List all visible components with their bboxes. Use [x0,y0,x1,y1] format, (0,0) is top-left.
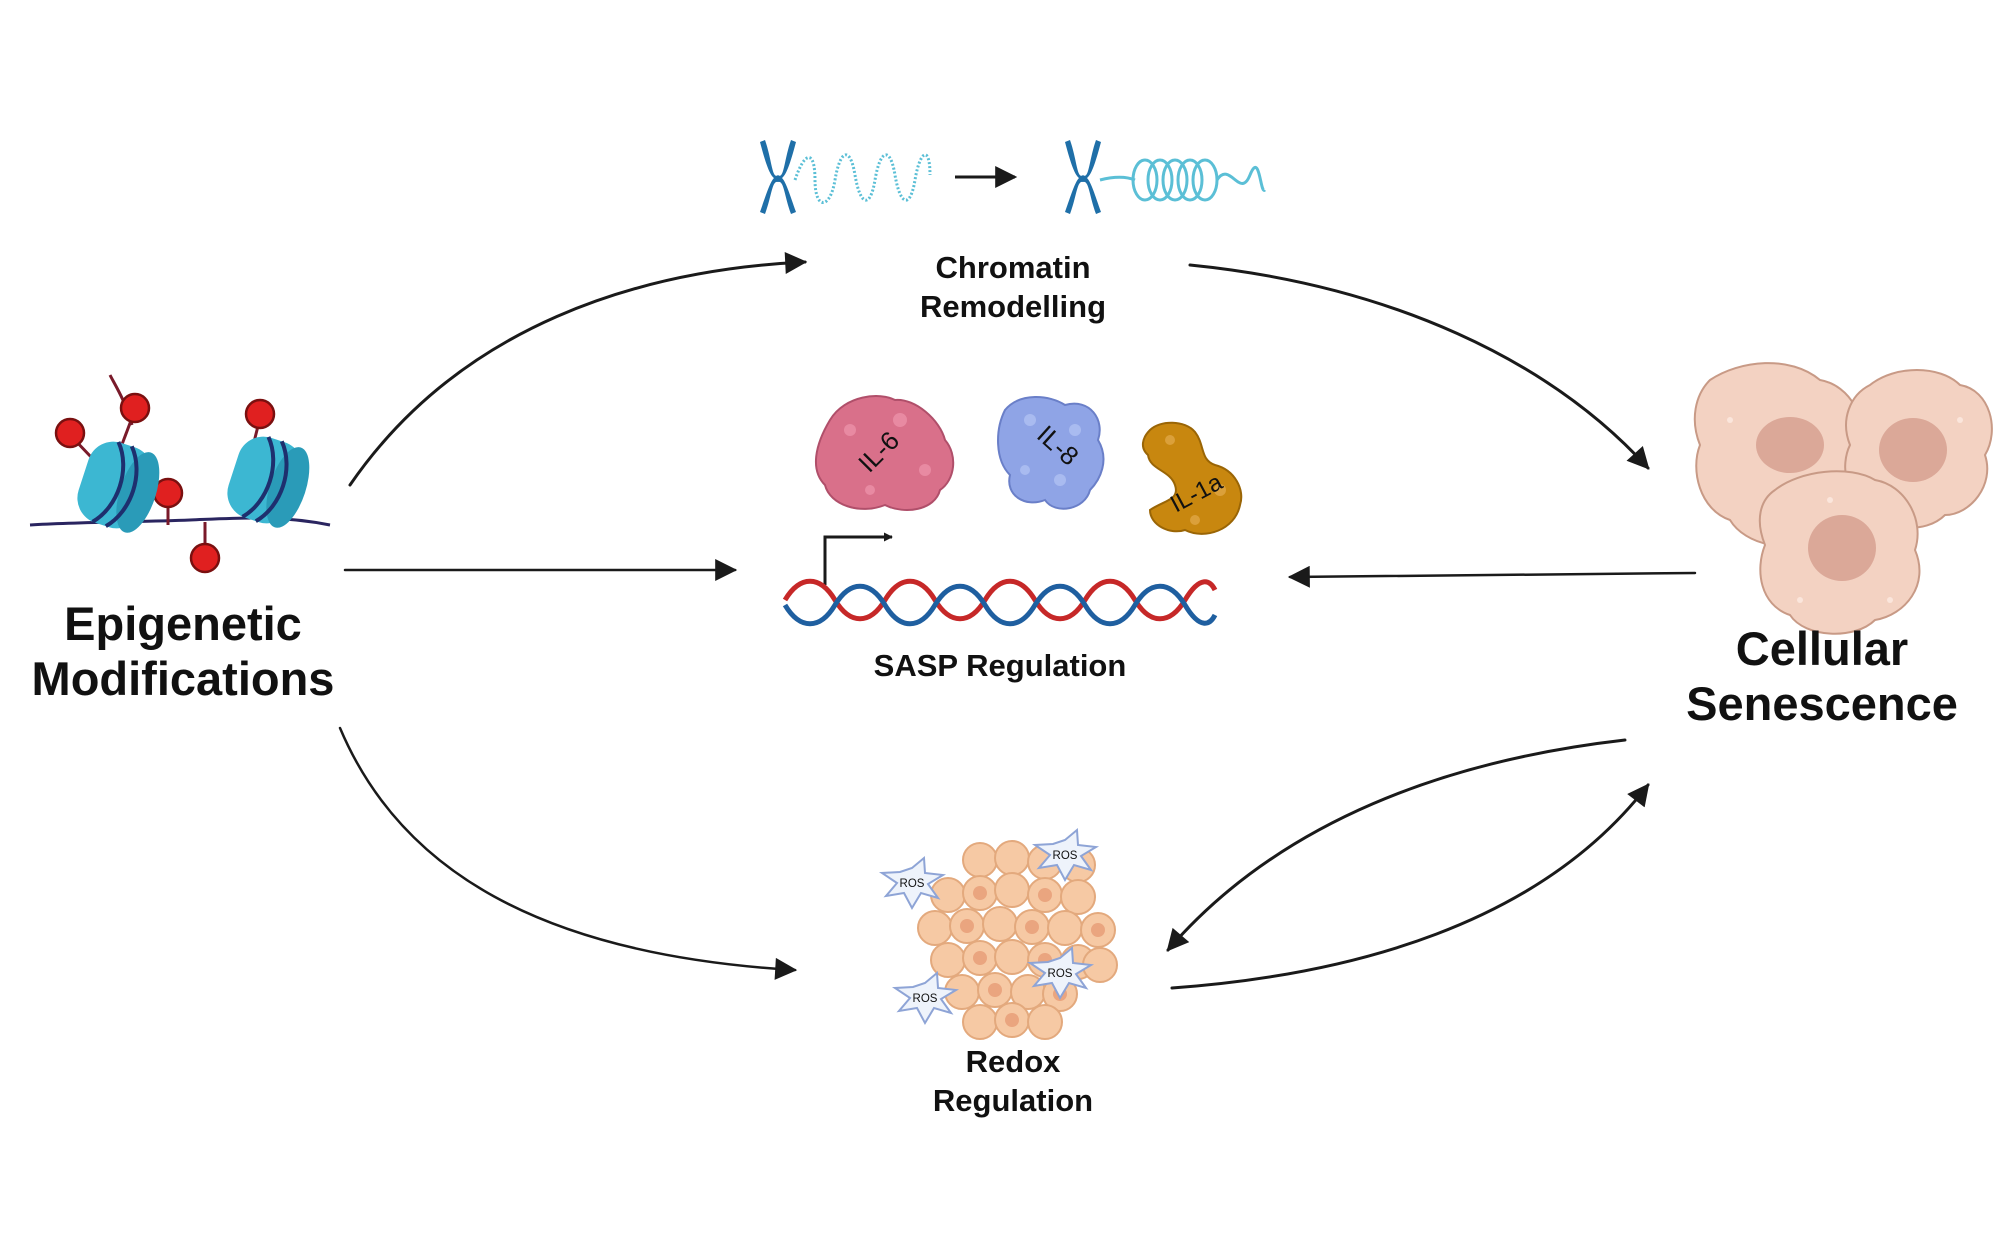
il8-protein-icon [997,396,1105,510]
senescence-label-line1: Cellular [1736,622,1908,675]
dna-helix-icon [782,532,1218,627]
nucleosome-dna-icon [29,374,331,574]
arrow-redox-to-senescence [1170,783,1650,990]
chromatin-remodelling-icon [760,140,1267,214]
arrow-chromatin-to-senescence [1188,263,1650,470]
epigenetic-label-line2: Modifications [32,652,335,705]
ros-star-icon [878,855,947,911]
senescence-label-line2: Senescence [1686,677,1958,730]
arrow-senescence-to-redox [1166,738,1627,952]
il1a-protein-icon [1142,421,1243,535]
redox-label-line2: Regulation [933,1083,1093,1118]
ros-label: ROS [1053,850,1078,862]
ros-label: ROS [913,993,938,1005]
redox-cell-cluster-icon [917,840,1118,1040]
arrows [338,251,1697,990]
ros-star-icon [1026,945,1095,1001]
arrow-senescence-to-sasp [1287,565,1697,588]
ros-star-icon [1031,827,1100,883]
ros-star-icon [891,970,960,1026]
chromatin-label-line2: Remodelling [920,289,1106,324]
arrow-epigenetic-to-redox [338,726,798,980]
senescent-cells-icon [1693,362,1993,635]
chromatin-label-line1: Chromatin [936,250,1091,285]
arrow-epigenetic-to-chromatin [348,251,808,487]
il6-protein-icon [814,395,955,511]
redox-label-line1: Redox [966,1044,1062,1079]
ros-label: ROS [1048,968,1073,980]
ros-label: ROS [900,878,925,890]
epigenetic-label-line1: Epigenetic [64,597,302,650]
sasp-label: SASP Regulation [874,648,1127,683]
